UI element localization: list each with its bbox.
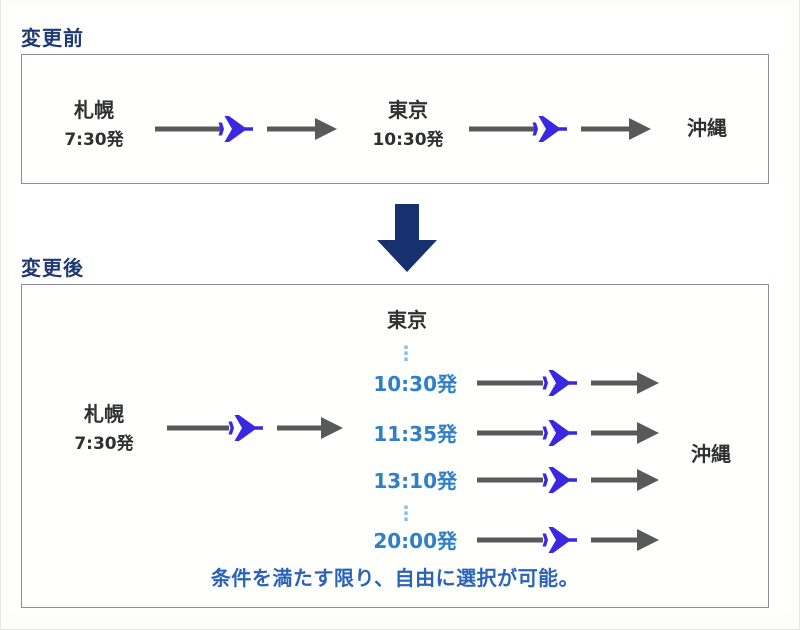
airplane-icon xyxy=(477,370,659,396)
departure-time-2[interactable]: 11:35発 xyxy=(373,422,457,446)
ellipsis-top: ... xyxy=(402,332,410,366)
airplane-icon xyxy=(477,527,659,553)
after-caption: 条件を満たす限り、自由に選択が可能。 xyxy=(210,566,580,590)
before-via: 東京 10:30発 xyxy=(353,94,463,150)
after-departure-segment-4 xyxy=(477,523,673,557)
after-departure-segment-3 xyxy=(477,463,673,497)
before-via-name: 東京 xyxy=(388,98,428,122)
after-origin-segment xyxy=(167,411,357,445)
after-origin-name: 札幌 xyxy=(84,402,124,426)
airplane-icon xyxy=(167,415,343,441)
panel-before xyxy=(21,54,769,184)
down-arrow-icon xyxy=(377,204,437,272)
diagram-canvas: 変更前 札幌 7:30発 東京 xyxy=(9,6,791,611)
after-departure-segment-2 xyxy=(477,416,673,450)
section-heading-after: 変更後 xyxy=(21,256,84,280)
before-origin: 札幌 7:30発 xyxy=(39,94,149,150)
departure-time-4[interactable]: 20:00発 xyxy=(373,529,457,553)
after-origin: 札幌 7:30発 xyxy=(49,398,159,454)
after-origin-time: 7:30発 xyxy=(74,434,134,454)
after-destination: 沖縄 xyxy=(691,442,731,466)
before-origin-name: 札幌 xyxy=(74,98,114,122)
before-segment-1 xyxy=(155,112,349,146)
ellipsis-bottom: ... xyxy=(402,492,410,526)
panel-after xyxy=(21,284,769,608)
section-heading-before: 変更前 xyxy=(21,26,84,50)
before-origin-time: 7:30発 xyxy=(64,130,124,150)
before-segment-2 xyxy=(469,112,663,146)
after-hub-name: 東京 xyxy=(387,308,427,332)
airplane-icon xyxy=(477,467,659,493)
departure-time-3[interactable]: 13:10発 xyxy=(373,469,457,493)
airplane-icon xyxy=(477,420,659,446)
airplane-icon xyxy=(469,116,651,142)
airplane-icon xyxy=(155,116,337,142)
departure-time-1[interactable]: 10:30発 xyxy=(373,372,457,396)
after-departure-segment-1 xyxy=(477,366,673,400)
before-via-time: 10:30発 xyxy=(372,130,444,150)
before-destination: 沖縄 xyxy=(687,116,727,140)
